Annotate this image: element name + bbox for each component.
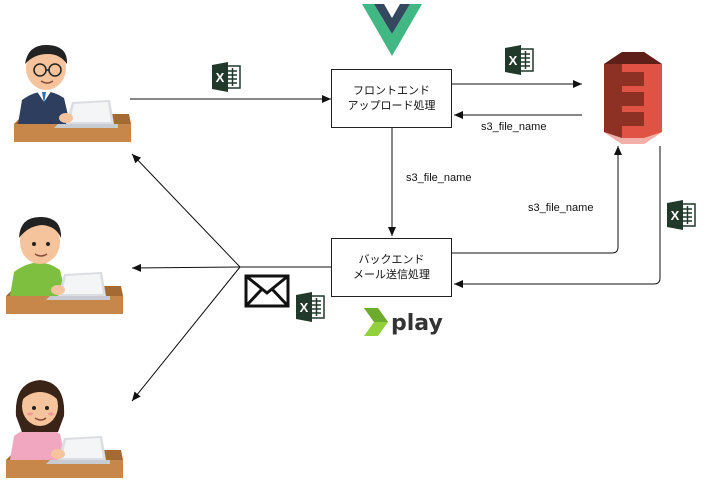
edge-mail-to-user2 (131, 263, 241, 272)
edge-label-backend-to-s3: s3_file_name (528, 202, 594, 214)
edge-mail-to-user3 (131, 266, 241, 402)
excel-file-icon (295, 291, 325, 323)
excel-file-icon (211, 61, 241, 93)
edge-label-s3-to-frontend: s3_file_name (481, 121, 547, 133)
office-worker-icon (14, 44, 131, 142)
backend-box-line1: バックエンド (358, 253, 425, 266)
backend-box-line2: メール送信処理 (353, 268, 430, 281)
office-worker-icon (6, 216, 123, 314)
backend-mail-box: バックエンド メール送信処理 (331, 238, 452, 297)
play-framework-icon: play (364, 308, 443, 336)
frontend-box-line2: アップロード処理 (347, 99, 436, 112)
edge-s3-to-backend (454, 146, 661, 288)
excel-file-icon (666, 199, 696, 231)
excel-file-icon (504, 44, 534, 76)
edge-mail-to-user1 (131, 153, 241, 268)
play-logo-text: play (391, 311, 443, 336)
office-worker-icon (6, 380, 123, 478)
edge-label-frontend-to-backend: s3_file_name (406, 172, 472, 184)
vue-logo-icon (362, 4, 422, 56)
aws-s3-icon (604, 52, 662, 144)
edge-backend-to-s3 (452, 146, 622, 254)
mail-envelope-icon (244, 274, 290, 308)
connections (130, 80, 661, 402)
frontend-box-line1: フロントエンド (353, 84, 430, 97)
frontend-upload-box: フロントエンド アップロード処理 (331, 69, 452, 128)
